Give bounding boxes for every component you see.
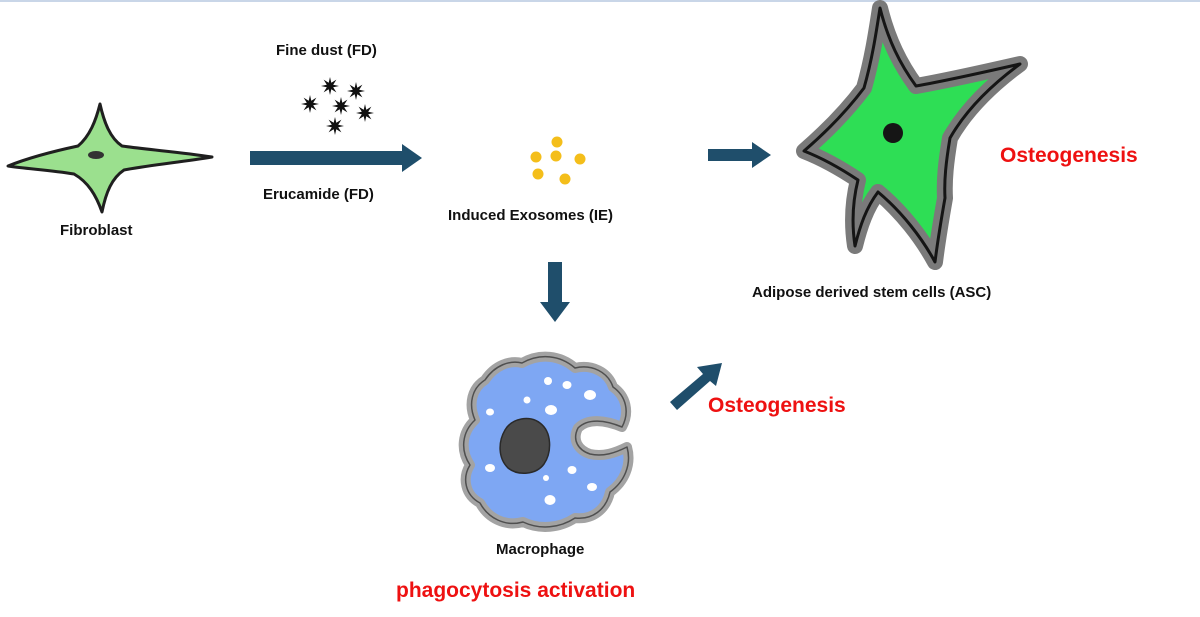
dust-star-icon (347, 82, 365, 100)
arrow-fibroblast-to-exosomes (250, 144, 422, 172)
label-induced-exosomes: Induced Exosomes (IE) (448, 207, 614, 224)
label-asc: Adipose derived stem cells (ASC) (752, 284, 992, 301)
vesicle (544, 495, 556, 505)
dust-star-icon (356, 104, 374, 122)
vesicle (545, 405, 557, 415)
exosome-dot (559, 173, 571, 185)
arrow-shape (670, 363, 722, 410)
macrophage-cell (458, 351, 634, 532)
vesicle (486, 408, 494, 416)
fibroblast-cell (6, 102, 214, 214)
top-border (0, 0, 1200, 2)
dust-star-icon (321, 77, 339, 95)
label-fibroblast: Fibroblast (60, 222, 133, 239)
exosome-dot (530, 151, 542, 163)
dust-star-icon (301, 95, 319, 113)
exosome-dot (551, 136, 563, 148)
fibroblast-body (6, 102, 214, 214)
vesicle (587, 483, 597, 491)
exosome-dot (574, 153, 586, 165)
label-osteogenesis-asc: Osteogenesis (1000, 144, 1138, 167)
label-osteogenesis-macrophage: Osteogenesis (708, 394, 846, 417)
asc-body (796, 0, 1028, 270)
asc-outline (802, 6, 1022, 264)
exosome-dot (550, 150, 562, 162)
vesicle (523, 396, 531, 404)
arrow-macrophage-to-asc (670, 363, 722, 410)
macrophage-nucleus (499, 417, 551, 474)
vesicle (485, 464, 495, 472)
macrophage-outline (463, 356, 630, 528)
vesicle (562, 381, 572, 389)
label-erucamide: Erucamide (FD) (263, 186, 374, 203)
vesicle (543, 475, 549, 481)
fine-dust-particles (301, 77, 374, 135)
arrow-shape (708, 142, 771, 168)
asc-nucleus (883, 123, 903, 143)
arrow-shape (540, 262, 570, 322)
dust-star-icon (326, 117, 344, 135)
label-phagocytosis: phagocytosis activation (396, 579, 636, 602)
exosome-dot (532, 168, 544, 180)
fibroblast-nucleus (88, 151, 104, 159)
arrow-exosomes-to-macrophage (540, 262, 570, 322)
asc-cell (796, 0, 1028, 270)
arrow-shape (250, 144, 422, 172)
vesicle (544, 377, 552, 385)
vesicle (584, 390, 596, 400)
exosome-cluster (530, 136, 586, 185)
arrow-exosomes-to-asc (708, 142, 771, 168)
label-macrophage: Macrophage (496, 541, 585, 558)
vesicle (567, 466, 577, 474)
label-fine-dust: Fine dust (FD) (276, 42, 377, 59)
dust-star-icon (332, 97, 350, 115)
